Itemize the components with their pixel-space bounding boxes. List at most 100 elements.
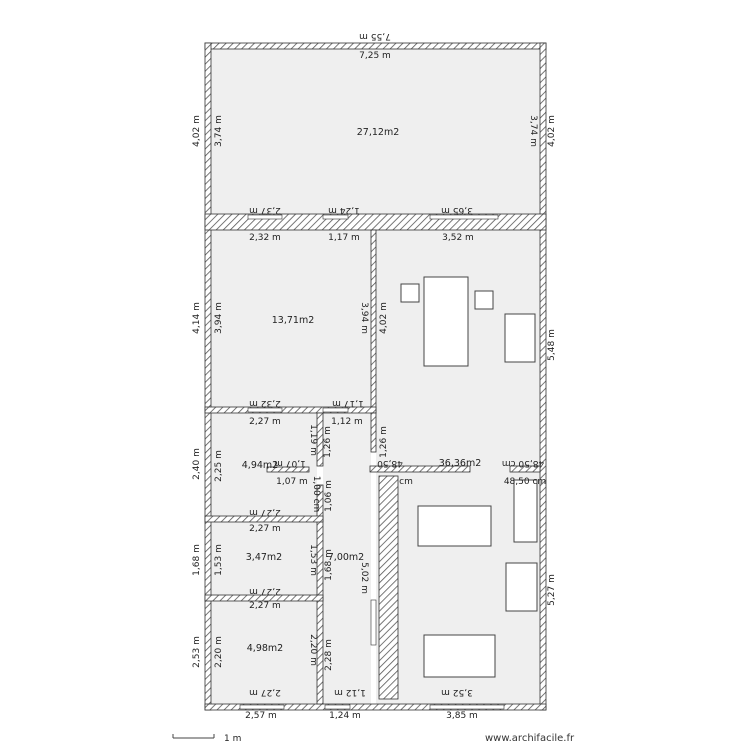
- table-mid: [417, 505, 492, 547]
- top-room-floor: [211, 49, 541, 214]
- cabinet-right-1: [504, 313, 536, 363]
- dim-bottom-b: 1,24 m: [329, 711, 361, 721]
- dim-opening-right-bottom: 48,50 cm: [504, 477, 546, 487]
- dim-mid-c: 3,52 m: [442, 233, 474, 243]
- dim-main-left-lower: 1,26 m: [379, 426, 389, 458]
- dim-top-wall-c: 3,65 m: [441, 205, 473, 215]
- dim-top-outer: 7,55 m: [359, 31, 391, 41]
- walls: [204, 42, 547, 711]
- dim-main-right-outer-2: 5,27 m: [547, 574, 557, 606]
- dim-small2-right: 1,53 m: [308, 544, 318, 576]
- dim-left-room-bottom: 2,32 m: [249, 398, 281, 408]
- room-area-small2: 3,47m2: [246, 552, 282, 563]
- small-room-3-floor: [211, 601, 317, 704]
- dim-top-wall-a: 2,37 m: [249, 205, 281, 215]
- small-room-1-floor: [211, 413, 317, 516]
- dim-top-right-outer: 4,02 m: [547, 115, 557, 147]
- brand-watermark: www.archifacile.fr: [485, 733, 575, 744]
- wall-small1-right-lower: [316, 484, 324, 705]
- outer-wall-left: [204, 42, 212, 711]
- dim-left-room-bottom-b: 1,17 m: [332, 398, 364, 408]
- dim-left-outer-5: 2,53 m: [192, 636, 202, 668]
- dim-mid-a: 2,32 m: [249, 233, 281, 243]
- dim-cm-unit: cm: [399, 477, 413, 487]
- wall-door-small1: [266, 466, 310, 473]
- dim-left-room-right: 3,94 m: [359, 302, 369, 334]
- room-area-main: 36,36m2: [439, 458, 482, 469]
- dim-small3-right: 2,20 m: [308, 634, 318, 666]
- dim-corr-right: 1,26 m: [323, 426, 333, 458]
- wall-left-room-right: [370, 229, 377, 414]
- dim-small1-bottom: 2,27 m: [249, 507, 281, 517]
- dim-top-left-outer: 4,02 m: [192, 115, 202, 147]
- wall-small1-right: [316, 412, 324, 467]
- desk-large: [423, 276, 469, 367]
- room-area-corridor: 7,00m2: [328, 552, 364, 563]
- window-top-a: [247, 214, 283, 220]
- dim-small3-bottom: 2,27 m: [249, 687, 281, 697]
- chair-small-2: [474, 290, 494, 310]
- opening-bottom-c: [429, 704, 505, 710]
- opening-corridor-top: [322, 407, 349, 413]
- opening-corr-left: [370, 599, 377, 646]
- scale-bar-label: 1 m: [224, 734, 241, 744]
- dim-corr-left: 1,19 m: [308, 424, 318, 456]
- opening-bottom-a: [239, 704, 285, 710]
- small-room-2-floor: [211, 522, 317, 595]
- room-area-small1: 4,94m2: [242, 460, 278, 471]
- dim-small2-bottom: 2,27 m: [249, 586, 281, 596]
- dim-left-room-left: 3,94 m: [214, 302, 224, 334]
- dimension-labels: 7,55 m 7,25 m 4,02 m 3,74 m 3,74 m 4,02 …: [192, 31, 557, 721]
- wall-left-room-bottom: [204, 406, 377, 414]
- opening-bottom-b: [324, 704, 351, 710]
- dim-left-outer-4: 1,68 m: [192, 544, 202, 576]
- dim-small2-left: 1,53 m: [214, 544, 224, 576]
- room-labels: 27,12m2 13,71m2 36,36m2 4,94m2 3,47m2 7,…: [242, 127, 481, 654]
- dim-small1-left: 2,25 m: [214, 450, 224, 482]
- room-area-small3: 4,98m2: [247, 643, 283, 654]
- dim-corr-small: 1,06 m: [324, 480, 334, 512]
- dim-corr-bottom: 1,12 m: [334, 687, 366, 697]
- wall-small2-bottom: [204, 594, 324, 602]
- dim-small3-top: 2,27 m: [249, 601, 281, 611]
- dim-corr-top: 1,12 m: [331, 417, 363, 427]
- wall-main-partition: [378, 475, 399, 700]
- dim-main-bottom: 3,52 m: [441, 687, 473, 697]
- dim-small2-top: 2,27 m: [249, 524, 281, 534]
- window-top-b: [322, 214, 349, 220]
- window-top-c: [429, 214, 499, 220]
- wall-main-inner-top-right: [509, 465, 541, 473]
- wall-small1-bottom: [204, 515, 324, 523]
- dim-left-outer-3: 2,40 m: [192, 448, 202, 480]
- table-bottom: [423, 634, 496, 678]
- wall-main-inner-top: [369, 465, 471, 473]
- dim-opening-right-top: 48,50 cm: [502, 458, 544, 468]
- dim-top-right-inner: 3,74 m: [528, 115, 538, 147]
- dim-corr-left-3: 2,28 m: [324, 639, 334, 671]
- room-area-top: 27,12m2: [357, 127, 400, 138]
- dim-main-right-outer: 5,48 m: [547, 329, 557, 361]
- dim-top-inner: 7,25 m: [359, 51, 391, 61]
- wall-main-left-stub: [370, 412, 377, 453]
- scale-bar: 1 m: [172, 734, 241, 744]
- cabinet-right-3: [505, 562, 538, 612]
- outer-wall-top: [204, 42, 547, 50]
- dim-small1-top: 2,27 m: [249, 417, 281, 427]
- chair-small-1: [400, 283, 420, 303]
- dim-main-left: 4,02 m: [379, 302, 389, 334]
- dim-mid-b: 1,17 m: [328, 233, 360, 243]
- openings: [239, 214, 505, 710]
- dim-opening-left: 48,50: [377, 458, 403, 468]
- dim-bottom-a: 2,57 m: [245, 711, 277, 721]
- outer-wall-bottom: [204, 703, 547, 711]
- corridor-floor: [323, 413, 371, 704]
- room-area-left: 13,71m2: [272, 315, 315, 326]
- dim-corr-left-2: 1,68 m: [324, 549, 334, 581]
- furniture: [400, 276, 538, 678]
- dim-small3-left: 2,20 m: [214, 636, 224, 668]
- dim-door-width-flipped: 1,07 m: [274, 458, 306, 468]
- cabinet-right-2: [513, 479, 538, 543]
- dim-top-left-inner: 3,74 m: [214, 115, 224, 147]
- dim-corr-right-2: 5,02 m: [359, 562, 369, 594]
- left-room-floor: [211, 230, 371, 407]
